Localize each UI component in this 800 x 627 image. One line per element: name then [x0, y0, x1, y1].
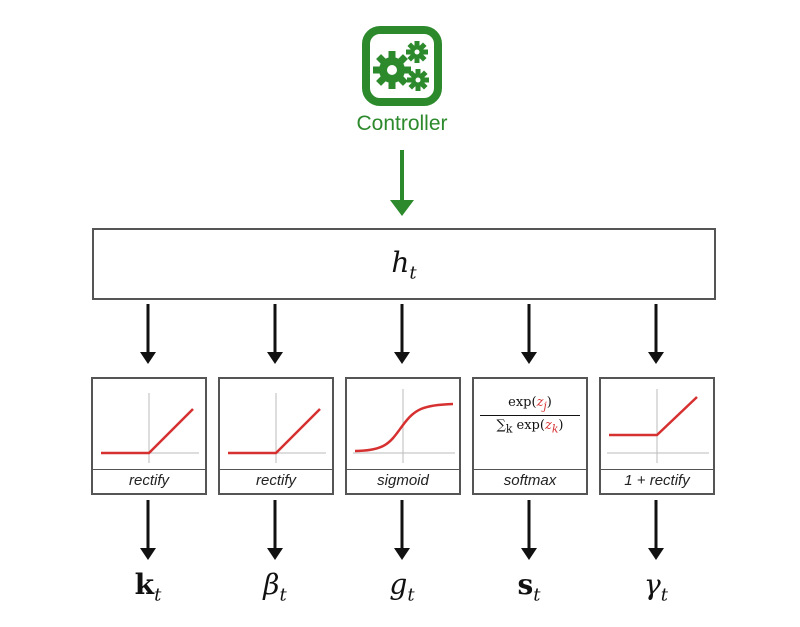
controller-label: Controller	[356, 112, 448, 135]
controller-arrow	[390, 150, 414, 216]
arrow-to-function	[394, 304, 410, 364]
function-box-rectify-1: rectify	[91, 377, 207, 495]
function-label: softmax	[503, 472, 557, 489]
function-box-sigmoid: sigmoid	[345, 377, 461, 495]
softmax-denominator: ∑k exp(zk)	[496, 417, 564, 436]
gears-icon	[362, 26, 442, 106]
hidden-state-box	[92, 228, 716, 300]
function-label: sigmoid	[377, 472, 429, 489]
function-box-softmax: exp(zj) ∑k exp(zk) softmax	[472, 377, 588, 495]
arrow-to-output	[521, 500, 537, 560]
sigmoid-graph	[353, 389, 455, 463]
rectify-graph	[101, 393, 199, 463]
arrow-to-output	[267, 500, 283, 560]
function-label: rectify	[255, 472, 296, 489]
hidden-state-label: ht	[391, 246, 417, 284]
function-box-rectify-2: rectify	[218, 377, 334, 495]
arrow-to-output	[140, 500, 156, 560]
output-beta: βt	[263, 568, 287, 606]
arrow-to-output	[394, 500, 410, 560]
output-k: kt	[134, 568, 162, 606]
function-label: rectify	[128, 472, 169, 489]
arrow-to-function	[648, 304, 664, 364]
arrow-to-function	[140, 304, 156, 364]
shifted-rectify-graph	[607, 389, 709, 463]
arrow-to-output	[648, 500, 664, 560]
arrow-to-function	[267, 304, 283, 364]
function-box-one-plus-rectify: 1 + rectify	[599, 377, 715, 495]
arrow-to-function	[521, 304, 537, 364]
output-g: gt	[389, 568, 415, 606]
rectify-graph	[228, 393, 326, 463]
function-label: 1 + rectify	[624, 472, 690, 489]
output-s: st	[517, 568, 541, 606]
softmax-formula: exp(zj) ∑k exp(zk)	[474, 395, 586, 435]
output-gamma: γt	[644, 568, 668, 606]
softmax-numerator: exp(zj)	[508, 395, 552, 413]
